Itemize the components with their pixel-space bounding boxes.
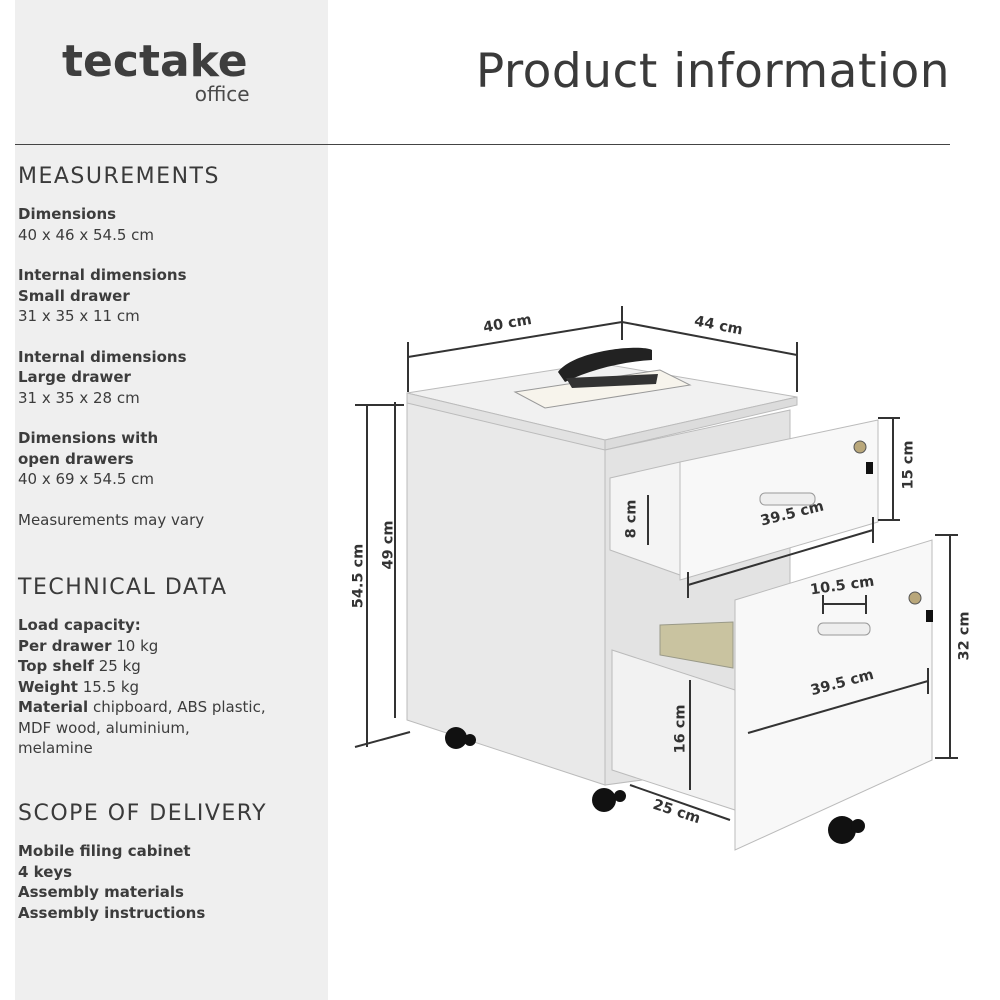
spec-value: 31 x 35 x 11 cm bbox=[18, 307, 140, 325]
dimension-small-inner: 8 cm bbox=[623, 499, 640, 539]
cabinet-side bbox=[406, 401, 606, 786]
delivery-item: Assembly materials bbox=[18, 883, 184, 901]
spec-label: Load capacity: bbox=[18, 616, 141, 634]
dimension-small-front: 15 cm bbox=[900, 440, 917, 490]
measurements-heading: MEASUREMENTS bbox=[18, 164, 220, 189]
spec-label: Small drawer bbox=[18, 286, 130, 305]
dimension-body-height: 49 cm bbox=[380, 520, 397, 570]
dimension-large-front: 32 cm bbox=[956, 611, 973, 661]
spec-label: Dimensions bbox=[18, 205, 117, 223]
spec-value: chipboard, ABS plastic, bbox=[92, 698, 266, 716]
delivery-section: SCOPE OF DELIVERY Mobile filing cabinet … bbox=[18, 801, 323, 923]
page-title: Product information bbox=[475, 44, 950, 99]
spec-value: 40 x 69 x 54.5 cm bbox=[18, 470, 155, 488]
divider bbox=[15, 144, 950, 145]
brand-logo: tectake office bbox=[62, 36, 250, 107]
spec-label: open drawers bbox=[18, 449, 134, 468]
spec-label: Dimensions with bbox=[18, 429, 159, 447]
spec-row: Top shelf 25 kg bbox=[18, 656, 323, 677]
measurements-section: MEASUREMENTS Dimensions 40 x 46 x 54.5 c… bbox=[18, 164, 323, 530]
spec-label: Internal dimensions bbox=[18, 266, 187, 284]
dimension-lines bbox=[354, 306, 958, 821]
spec-label: Top shelf bbox=[18, 657, 94, 675]
drawer-handle bbox=[759, 492, 816, 506]
logo-text: tectake bbox=[62, 36, 248, 87]
spec-row: Per drawer 10 kg bbox=[18, 636, 323, 657]
delivery-item: 4 keys bbox=[18, 862, 73, 881]
spec-value: melamine bbox=[18, 739, 93, 757]
delivery-item: Mobile filing cabinet bbox=[18, 842, 191, 860]
measurement-note: Measurements may vary bbox=[18, 510, 205, 529]
lock-icon bbox=[853, 440, 867, 454]
delivery-item: Assembly instructions bbox=[18, 903, 206, 922]
spec-row: Material chipboard, ABS plastic, bbox=[18, 697, 323, 718]
drawer-handle bbox=[817, 622, 871, 636]
stapler bbox=[558, 347, 652, 382]
spec-value: 40 x 46 x 54.5 cm bbox=[18, 225, 155, 244]
dimension-large-inner: 16 cm bbox=[672, 704, 689, 754]
lock-icon bbox=[908, 591, 922, 605]
wheels bbox=[445, 727, 865, 844]
spec-value: MDF wood, aluminium, bbox=[18, 718, 190, 737]
spec-value: 15.5 kg bbox=[82, 677, 140, 696]
delivery-heading: SCOPE OF DELIVERY bbox=[18, 801, 268, 826]
spec-label: Large drawer bbox=[18, 368, 131, 386]
large-drawer-front bbox=[734, 539, 933, 851]
spec-label: Weight bbox=[18, 677, 78, 696]
spec-row: Weight 15.5 kg bbox=[18, 677, 323, 698]
spec-value: 31 x 35 x 28 cm bbox=[18, 388, 140, 407]
technical-section: TECHNICAL DATA Load capacity: Per drawer… bbox=[18, 575, 323, 759]
spec-value: 25 kg bbox=[98, 657, 141, 675]
logo-subtext: office bbox=[194, 82, 250, 106]
spec-label: Material bbox=[18, 698, 89, 716]
spec-label: Per drawer bbox=[18, 636, 112, 655]
spec-label: Internal dimensions bbox=[18, 347, 187, 366]
technical-heading: TECHNICAL DATA bbox=[18, 575, 228, 600]
info-sidebar bbox=[15, 0, 328, 1000]
dimension-height: 54.5 cm bbox=[350, 543, 367, 609]
spec-value: 10 kg bbox=[116, 636, 159, 655]
